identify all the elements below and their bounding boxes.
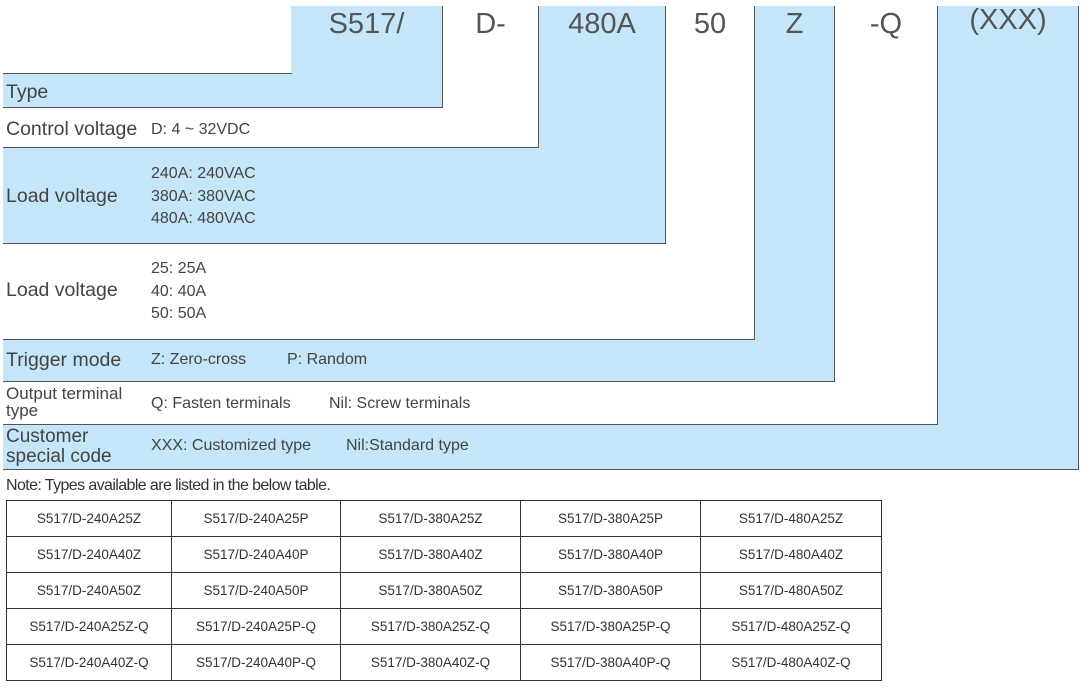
load-voltage-values: 240A: 240VAC 380A: 380VAC 480A: 480VAC <box>151 163 256 231</box>
model-cell: S517/D-240A40P <box>171 536 341 573</box>
model-cell: S517/D-380A25Z <box>340 500 521 537</box>
model-cell: S517/D-480A40Z <box>700 536 882 573</box>
rule-h-load-voltage <box>3 243 666 244</box>
rule-h-trigger <box>3 381 835 382</box>
model-cell: S517/D-380A25P-Q <box>520 608 701 645</box>
model-cell: S517/D-480A50Z <box>700 572 882 609</box>
band-load-voltage-header <box>539 6 666 148</box>
model-cell: S517/D-380A50P <box>520 572 701 609</box>
band-special <box>3 425 1079 470</box>
band-type-header <box>291 6 443 74</box>
output-terminal-option-nil: Nil: Screw terminals <box>329 395 471 412</box>
code-terminal: -Q <box>869 8 903 40</box>
band-trigger-header <box>755 6 835 340</box>
rule-v-load-current <box>754 6 755 340</box>
code-special: (XXX) <box>969 4 1047 36</box>
model-cell: S517/D-240A40Z-Q <box>6 644 172 681</box>
model-cell: S517/D-240A50Z <box>6 572 172 609</box>
band-trigger <box>3 340 835 382</box>
trigger-mode-label: Trigger mode <box>6 349 122 371</box>
rule-h-control <box>3 147 539 148</box>
load-current-option: 50: 50A <box>151 305 207 322</box>
code-control: D- <box>475 8 506 40</box>
model-cell: S517/D-380A40Z <box>340 536 521 573</box>
model-cell: S517/D-380A25Z-Q <box>340 608 521 645</box>
customer-code-option-xxx: XXX: Customized type <box>151 437 312 454</box>
load-current-values: 25: 25A 40: 40A 50: 50A <box>151 258 206 326</box>
load-current-option: 40: 40A <box>151 282 207 300</box>
load-voltage-option: 480A: 480VAC <box>151 210 256 227</box>
model-cell: S517/D-240A25P <box>171 500 341 537</box>
code-load-current: 50 <box>693 8 727 40</box>
rule-v-special <box>1078 6 1079 470</box>
output-terminal-option-q: Q: Fasten terminals <box>151 395 291 412</box>
rule-h-special <box>3 469 1079 470</box>
model-cell: S517/D-380A50Z <box>340 572 521 609</box>
code-series: S517/ <box>328 8 405 40</box>
model-cell: S517/D-380A40Z-Q <box>340 644 521 681</box>
output-terminal-label-line1: Output terminal <box>6 384 123 403</box>
type-label: Type <box>6 81 49 103</box>
model-cell: S517/D-240A40Z <box>6 536 172 573</box>
code-trigger: Z <box>785 8 804 40</box>
load-voltage-label: Load voltage <box>6 185 118 207</box>
band-type <box>3 74 443 108</box>
model-cell: S517/D-480A25Z <box>700 500 882 537</box>
rule-h-type <box>3 107 443 108</box>
model-cell: S517/D-480A40Z-Q <box>700 644 882 681</box>
rule-v-load-voltage <box>665 6 666 244</box>
rule-h-terminal <box>3 424 938 425</box>
rule-v-control <box>538 6 539 148</box>
trigger-mode-option-p: P: Random <box>287 351 368 368</box>
control-voltage-label: Control voltage <box>6 118 138 140</box>
trigger-mode-option-z: Z: Zero-cross <box>151 351 247 368</box>
rule-v-terminal <box>937 6 938 425</box>
customer-code-option-nil: Nil:Standard type <box>346 437 469 454</box>
band-load-voltage <box>3 148 666 244</box>
code-load-voltage: 480A <box>568 8 636 40</box>
load-current-option: 25: 25A <box>151 260 207 277</box>
model-cell: S517/D-240A25Z-Q <box>6 608 172 645</box>
load-voltage-option: 380A: 380VAC <box>151 187 256 205</box>
model-cell: S517/D-380A40P <box>520 536 701 573</box>
rule-h-load-current <box>3 339 755 340</box>
model-cell: S517/D-240A40P-Q <box>171 644 341 681</box>
rule-v-type <box>442 6 443 108</box>
availability-note: Note: Types available are listed in the … <box>6 477 331 494</box>
model-cell: S517/D-380A25P <box>520 500 701 537</box>
rule-v-trigger <box>834 6 835 382</box>
model-cell: S517/D-380A40P-Q <box>520 644 701 681</box>
load-current-label: Load voltage <box>6 279 118 301</box>
model-cell: S517/D-240A25Z <box>6 500 172 537</box>
output-terminal-label: Output terminal type <box>6 385 122 419</box>
load-voltage-option: 240A: 240VAC <box>151 165 256 182</box>
model-cell: S517/D-240A50P <box>171 572 341 609</box>
band-special-header <box>938 6 1079 425</box>
customer-code-label-line2: special code <box>6 446 112 467</box>
output-terminal-label-line2: type <box>6 401 39 420</box>
model-cell: S517/D-480A25Z-Q <box>700 608 882 645</box>
customer-code-label: Customer special code <box>6 427 112 467</box>
model-cell: S517/D-240A25P-Q <box>171 608 341 645</box>
control-voltage-value: D: 4 ~ 32VDC <box>151 121 251 138</box>
rule-h-series <box>3 73 292 74</box>
customer-code-label-line1: Customer <box>6 426 89 447</box>
